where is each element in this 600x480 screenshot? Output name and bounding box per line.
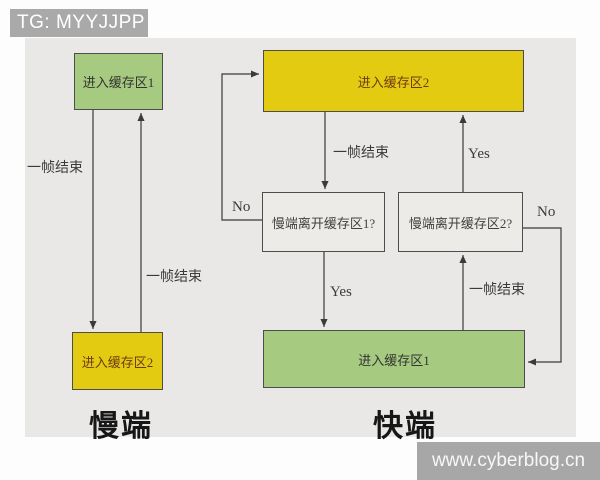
telegram-watermark-banner: TG: MYYJJPP xyxy=(10,9,148,37)
arrow-fast-no-loop-right xyxy=(523,227,562,366)
arrow-fast-no-loop-left xyxy=(221,70,262,221)
node-fast-decision-left-buffer2: 慢端离开缓存区2? xyxy=(398,192,523,252)
node-fast-enter-buffer2: 进入缓存区2 xyxy=(263,50,524,112)
label-fast-no-left: No xyxy=(232,199,251,215)
section-title-slow-end: 慢端 xyxy=(89,410,153,443)
label-fast-frame-end-bottom: 一帧结束 xyxy=(469,283,525,298)
node-slow-enter-buffer2: 进入缓存区2 xyxy=(72,332,163,390)
label-fast-yes-top: Yes xyxy=(468,146,490,162)
label-slow-frame-end-up: 一帧结束 xyxy=(146,270,202,285)
label-fast-frame-end-top: 一帧结束 xyxy=(333,146,389,161)
node-fast-decision-left-buffer1: 慢端离开缓存区1? xyxy=(262,192,385,252)
node-fast-enter-buffer1: 进入缓存区1 xyxy=(263,330,525,388)
label-slow-frame-end-down: 一帧结束 xyxy=(27,161,83,176)
section-title-fast-end: 快端 xyxy=(373,410,437,443)
node-slow-enter-buffer1: 进入缓存区1 xyxy=(74,53,163,110)
label-fast-no-right: No xyxy=(537,204,556,220)
label-fast-yes-bottom: Yes xyxy=(330,284,352,300)
site-watermark: www.cyberblog.cn xyxy=(417,442,600,480)
site-watermark-text: www.cyberblog.cn xyxy=(431,450,586,471)
